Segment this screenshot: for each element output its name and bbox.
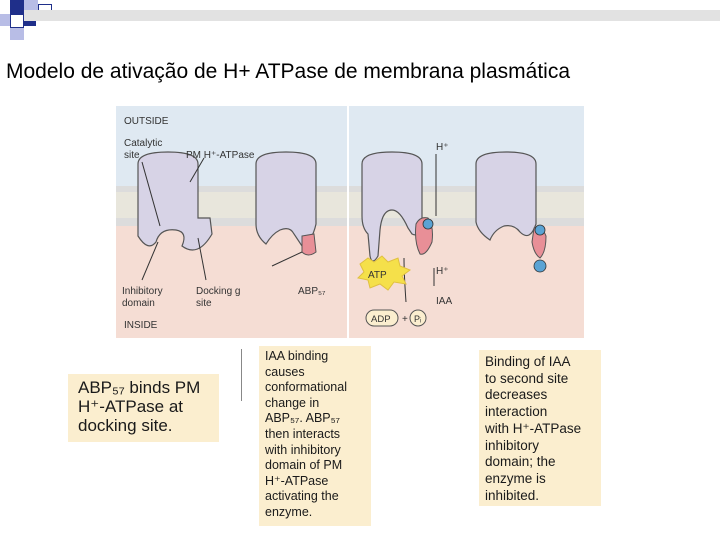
catalytic-label-2: site <box>124 150 140 161</box>
caption-line: domain; the <box>485 454 556 470</box>
pi-label: Pᵢ <box>414 314 421 324</box>
caption-line: ABP₅₇ binds PM <box>78 378 201 397</box>
docking-label: Docking g <box>196 286 240 297</box>
caption-line: conformational <box>265 380 347 395</box>
caption-line: domain of PM <box>265 458 343 473</box>
caption-line: decreases <box>485 387 548 403</box>
iaa-label: IAA <box>436 296 452 307</box>
caption-line: ABP₅₇. ABP₅₇ <box>265 411 340 426</box>
abp57-protein <box>301 233 317 256</box>
pi-circle <box>409 309 427 327</box>
caption-line: activating the <box>265 489 339 504</box>
hplus-top-label: H⁺ <box>436 142 449 153</box>
caption-line: enzyme is <box>485 470 546 486</box>
caption-line: H⁺-ATPase at <box>78 397 184 416</box>
caption-line: Binding of IAA <box>485 354 571 369</box>
docking-label-2: site <box>196 298 212 309</box>
caption-iaa-activation: IAA binding causes conformational change… <box>259 346 371 526</box>
slide-title: Modelo de ativação de H+ ATPase de membr… <box>6 60 571 83</box>
protein-4 <box>475 151 547 273</box>
pm-atpase-label: PM H⁺-ATPase <box>186 150 255 161</box>
protein-2 <box>255 151 317 256</box>
caption-iaa-inhibition: Binding of IAA to second site decreases … <box>479 350 601 506</box>
caption-line: docking site. <box>78 416 173 435</box>
inside-label: INSIDE <box>124 320 158 331</box>
caption-line: IAA binding <box>265 349 329 363</box>
protein-3 <box>361 151 434 262</box>
atpase-diagram: OUTSIDE INSIDE Catalytic site PM H⁺-ATPa… <box>116 106 584 338</box>
inhibitory-label-2: domain <box>122 298 155 309</box>
catalytic-label: Catalytic <box>124 138 162 149</box>
inhibitory-label: Inhibitory <box>122 286 163 297</box>
iaa-molecule <box>422 218 434 230</box>
caption-line: then interacts <box>265 426 341 441</box>
divider-line <box>241 349 242 401</box>
adp-box <box>365 309 399 327</box>
caption-line: inhibited. <box>485 487 540 503</box>
outside-label: OUTSIDE <box>124 116 169 127</box>
caption-line: with H⁺-ATPase <box>485 420 582 436</box>
adp-label: ADP <box>371 314 391 325</box>
atp-label: ATP <box>368 270 387 281</box>
caption-line: enzyme. <box>265 504 313 519</box>
atp-burst <box>356 255 412 291</box>
caption-docking: ABP₅₇ binds PM H⁺-ATPase at docking site… <box>68 374 219 442</box>
caption-line: with inhibitory <box>265 442 341 457</box>
header-bar <box>24 10 720 21</box>
caption-line: inhibitory <box>485 437 540 453</box>
caption-line: to second site <box>485 370 569 386</box>
arrows <box>141 154 437 303</box>
caption-line: change in <box>265 395 320 410</box>
caption-line: interaction <box>485 404 548 420</box>
plus-sign: + <box>402 314 408 325</box>
hplus-mid-label: H⁺ <box>436 266 449 277</box>
caption-line: H⁺-ATPase <box>265 473 329 488</box>
caption-line: causes <box>265 364 305 379</box>
abp57-label: ABP₅₇ <box>298 286 326 297</box>
